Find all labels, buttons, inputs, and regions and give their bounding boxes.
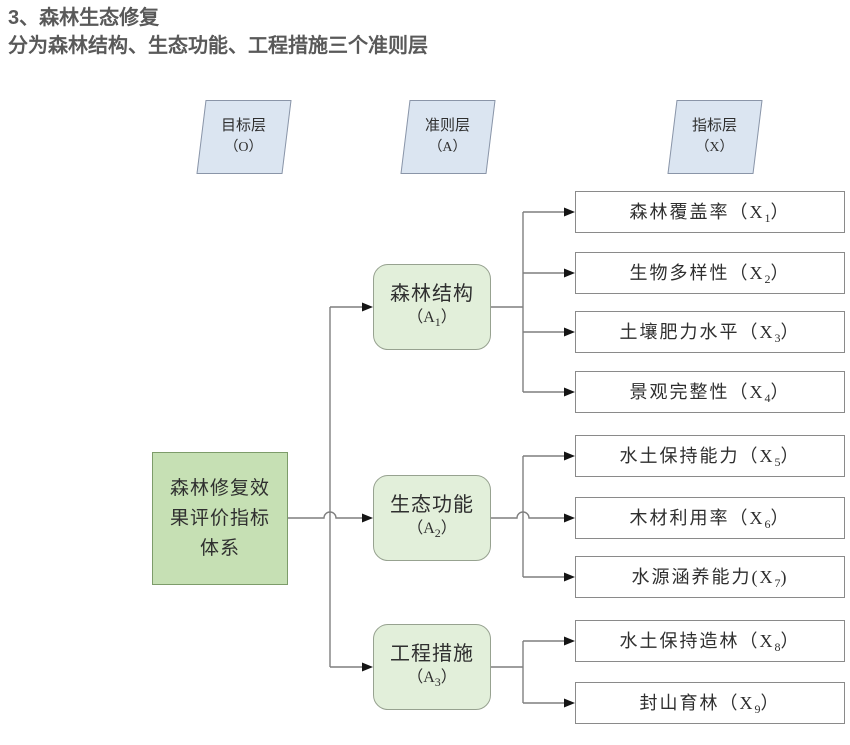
arrowhead — [564, 572, 575, 582]
criterion-node-eco-function: 生态功能 （A2） — [373, 475, 491, 561]
criterion-code: （A1） — [407, 309, 457, 329]
layer-header-indicators-name: 指标层 — [692, 118, 738, 134]
layer-header-criteria: 准则层 （A） — [400, 100, 496, 174]
arrowhead — [564, 513, 575, 523]
trunk-connectors — [288, 302, 373, 672]
indicator-node-x1: 森林覆盖率（X1） — [575, 191, 845, 233]
arrowhead — [362, 302, 373, 312]
layer-header-criteria-text: 准则层 （A） — [425, 116, 470, 158]
indicator-node-x3: 土壤肥力水平（X3） — [575, 311, 845, 353]
layer-header-indicators-code: （X） — [695, 140, 735, 155]
page-title: 3、森林生态修复 分为森林结构、生态功能、工程措施三个准则层 — [8, 4, 428, 60]
criterion-node-engineering: 工程措施 （A3） — [373, 624, 491, 710]
branch-x6 — [491, 511, 565, 519]
indicator-node-x4: 景观完整性（X4） — [575, 371, 845, 413]
indicator-label: 水源涵养能力(X7) — [631, 567, 789, 590]
arrowhead — [564, 327, 575, 337]
layer-header-indicators: 指标层 （X） — [667, 100, 763, 174]
indicator-node-x5: 水土保持能力（X5） — [575, 435, 845, 477]
indicator-node-x9: 封山育林（X9） — [575, 682, 845, 724]
layer-header-goal-code: （O） — [224, 140, 264, 155]
layer-header-goal-text: 目标层 （O） — [221, 116, 266, 158]
arrowhead — [362, 513, 373, 523]
arrowhead — [564, 451, 575, 461]
indicator-label: 土壤肥力水平（X3） — [619, 322, 801, 345]
criterion1-connectors — [491, 207, 575, 397]
connector-goal-to-criterion2 — [288, 511, 363, 519]
arrowhead — [564, 698, 575, 708]
indicator-label: 封山育林（X9） — [639, 693, 781, 716]
indicator-label: 水土保持造林（X8） — [619, 631, 801, 654]
indicator-label: 景观完整性（X4） — [629, 382, 791, 405]
criterion-name: 工程措施 — [390, 643, 474, 665]
criterion-name: 森林结构 — [390, 283, 474, 305]
criterion-node-forest-structure: 森林结构 （A1） — [373, 264, 491, 350]
criterion-code: （A3） — [407, 669, 457, 689]
indicator-label: 水土保持能力（X5） — [619, 446, 801, 469]
arrowhead — [564, 207, 575, 217]
page-title-line2: 分为森林结构、生态功能、工程措施三个准则层 — [8, 35, 428, 57]
arrowhead — [564, 387, 575, 397]
criterion-name: 生态功能 — [390, 494, 474, 516]
arrowhead — [362, 662, 373, 672]
layer-header-criteria-name: 准则层 — [425, 118, 471, 134]
arrowhead — [564, 268, 575, 278]
layer-header-indicators-text: 指标层 （X） — [692, 116, 737, 158]
indicator-node-x6: 木材利用率（X6） — [575, 497, 845, 539]
indicator-node-x2: 生物多样性（X2） — [575, 252, 845, 294]
layer-header-criteria-code: （A） — [428, 140, 468, 155]
criterion-code: （A2） — [407, 520, 457, 540]
criterion2-connectors — [491, 451, 575, 582]
indicator-node-x7: 水源涵养能力(X7) — [575, 556, 845, 598]
criterion3-connectors — [491, 636, 575, 708]
indicator-label: 木材利用率（X6） — [629, 508, 791, 531]
indicator-label: 生物多样性（X2） — [629, 263, 791, 286]
indicator-label: 森林覆盖率（X1） — [629, 202, 791, 225]
goal-node-label: 森林修复效果评价指标体系 — [169, 477, 270, 559]
layer-header-goal-name: 目标层 — [221, 118, 267, 134]
page-title-line1: 3、森林生态修复 — [8, 7, 160, 29]
arrowhead — [564, 636, 575, 646]
goal-node: 森林修复效果评价指标体系 — [152, 452, 288, 585]
layer-header-goal: 目标层 （O） — [196, 100, 292, 174]
indicator-node-x8: 水土保持造林（X8） — [575, 620, 845, 662]
